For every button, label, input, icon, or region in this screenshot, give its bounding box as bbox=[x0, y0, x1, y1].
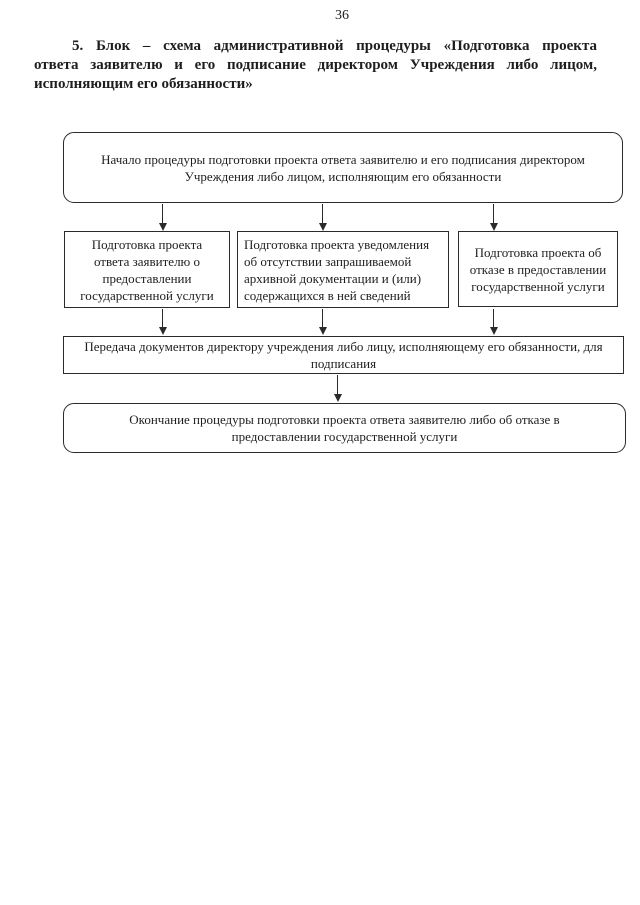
arrow-down-icon bbox=[318, 204, 327, 231]
arrow-down-icon bbox=[158, 204, 167, 231]
page-number: 36 bbox=[335, 8, 349, 23]
arrow-down-icon bbox=[318, 309, 327, 335]
arrow-down-icon bbox=[489, 204, 498, 231]
end-box: Окончание процедуры подготовки проекта о… bbox=[63, 403, 626, 453]
branch-left-box: Подготовка проекта ответа заявителю о пр… bbox=[64, 231, 230, 308]
heading-line-2: ответа заявителю и его подписание директ… bbox=[34, 57, 597, 73]
section-heading: 5. Блок – схема административной процеду… bbox=[34, 37, 597, 94]
heading-line-1: 5. Блок – схема административной процеду… bbox=[72, 38, 597, 54]
arrow-down-icon bbox=[489, 309, 498, 335]
arrow-down-icon bbox=[333, 375, 342, 402]
branch-middle-box: Подготовка проекта уведомления об отсутс… bbox=[237, 231, 449, 308]
branch-right-box: Подготовка проекта об отказе в предостав… bbox=[458, 231, 618, 307]
start-box: Начало процедуры подготовки проекта отве… bbox=[63, 132, 623, 203]
heading-line-3: исполняющим его обязанности» bbox=[34, 76, 253, 92]
transfer-box: Передача документов директору учреждения… bbox=[63, 336, 624, 374]
arrow-down-icon bbox=[158, 309, 167, 335]
